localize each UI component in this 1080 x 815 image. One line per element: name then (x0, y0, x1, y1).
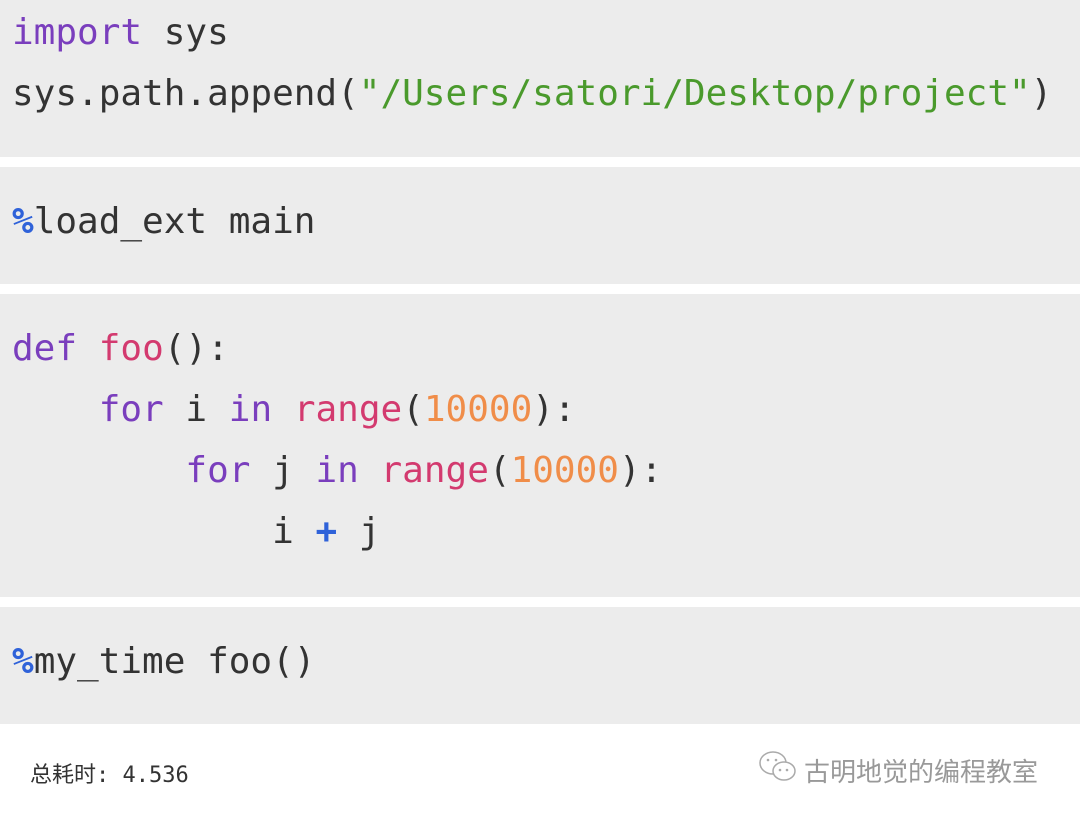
code-token-fn: foo (98, 328, 164, 369)
code-token-text: ( (488, 450, 511, 491)
code-token-text: ) (1030, 73, 1053, 114)
code-token-num: 10000 (423, 389, 533, 430)
code-token-kw: for (98, 389, 164, 430)
code-cell-4[interactable]: %my_time foo() (0, 607, 1080, 724)
code-token-text: (): (163, 328, 229, 369)
watermark-text: 古明地觉的编程教室 (804, 758, 1039, 788)
code-token-text: ( (402, 389, 424, 430)
code-line: %my_time foo() (12, 631, 1080, 692)
code-line: import sys (12, 2, 1080, 63)
code-token-fn: range (293, 389, 403, 430)
code-token-kw: in (228, 389, 273, 430)
code-token-text: j (250, 450, 316, 491)
code-line: def foo(): (12, 318, 1080, 379)
code-token-text: ): (618, 450, 663, 491)
code-token-text (77, 328, 99, 369)
code-token-text: my_time foo() (33, 641, 316, 682)
code-token-text: j (337, 511, 381, 552)
code-cell-2[interactable]: %load_ext main (0, 167, 1080, 284)
code-token-kw: in (315, 450, 359, 491)
code-token-kw: import (12, 12, 143, 53)
code-token-text (12, 389, 99, 430)
code-token-magic: % (12, 641, 34, 682)
code-token-op: + (315, 511, 338, 552)
code-token-text (272, 389, 294, 430)
cell-output: 总耗时: 4.536 (30, 763, 189, 788)
code-line: for j in range(10000): (12, 440, 1080, 501)
code-token-text: i (163, 389, 229, 430)
code-token-text: sys.path.append( (12, 73, 359, 114)
code-cell-3[interactable]: def foo(): for i in range(10000): for j … (0, 294, 1080, 597)
code-token-text (12, 450, 185, 491)
code-token-kw: def (12, 328, 78, 369)
watermark: 古明地觉的编程教室 (758, 750, 1038, 791)
code-line: sys.path.append("/Users/satori/Desktop/p… (12, 63, 1080, 124)
code-line: for i in range(10000): (12, 379, 1080, 440)
code-token-kw: for (185, 450, 251, 491)
code-token-text (359, 450, 381, 491)
wechat-icon (758, 750, 798, 791)
code-line: %load_ext main (12, 191, 1080, 252)
code-token-magic: % (12, 201, 34, 242)
code-token-num: 10000 (510, 450, 619, 491)
code-token-text: sys (142, 12, 229, 53)
code-line: i + j (12, 501, 1080, 562)
code-token-fn: range (380, 450, 489, 491)
code-token-str: "/Users/satori/Desktop/project" (358, 73, 1031, 114)
code-token-text: i (12, 511, 316, 552)
code-token-text: load_ext main (33, 201, 316, 242)
code-token-text: ): (532, 389, 576, 430)
